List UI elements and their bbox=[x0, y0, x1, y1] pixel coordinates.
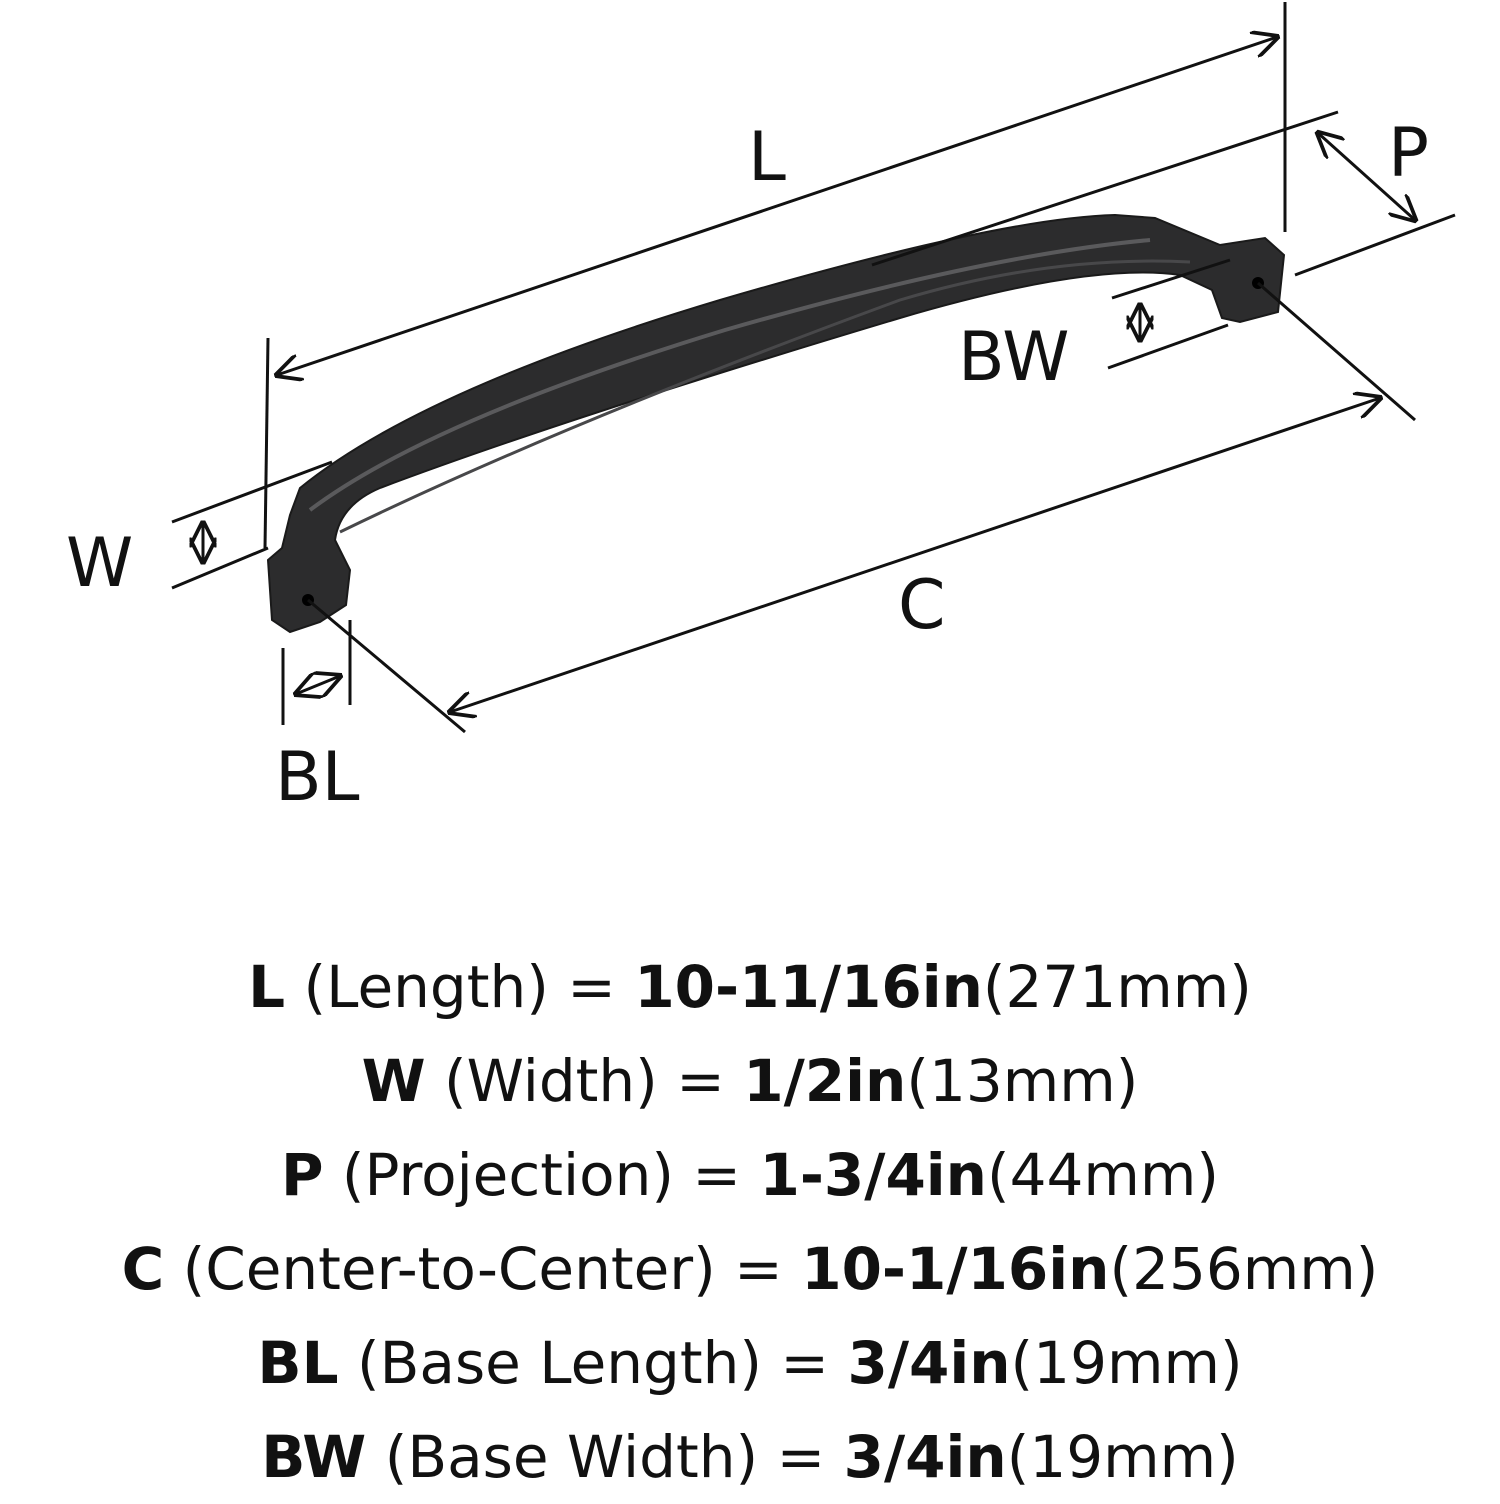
spec-equals: = bbox=[734, 1235, 783, 1303]
label-l: L bbox=[748, 118, 786, 197]
c-center-line-left bbox=[307, 598, 466, 734]
w-guide-upper bbox=[171, 460, 333, 524]
dimension-spec-list: L (Length) = 10-11/16in(271mm) W (Width)… bbox=[0, 940, 1500, 1504]
spec-name: (Base Width) bbox=[384, 1423, 759, 1491]
label-p: P bbox=[1388, 114, 1429, 193]
bw-guide-upper bbox=[1111, 258, 1231, 300]
spec-metric: (13mm) bbox=[906, 1047, 1139, 1115]
l-dimension-arrow bbox=[277, 37, 1277, 375]
spec-imperial: 3/4in bbox=[843, 1423, 1007, 1491]
spec-name: (Center-to-Center) bbox=[182, 1235, 716, 1303]
label-bw: BW bbox=[958, 318, 1069, 397]
dimension-lines bbox=[171, 2, 1456, 734]
spec-imperial: 1/2in bbox=[743, 1047, 907, 1115]
spec-symbol: C bbox=[121, 1235, 165, 1303]
w-guide-lower bbox=[171, 546, 269, 590]
spec-equals: = bbox=[567, 953, 616, 1021]
spec-metric: (271mm) bbox=[982, 953, 1252, 1021]
spec-imperial: 10-11/16in bbox=[634, 953, 983, 1021]
bw-guide-lower bbox=[1107, 323, 1229, 370]
spec-name: (Base Length) bbox=[357, 1329, 762, 1397]
spec-metric: (19mm) bbox=[1010, 1329, 1243, 1397]
spec-row-center-to-center: C (Center-to-Center) = 10-1/16in(256mm) bbox=[0, 1222, 1500, 1316]
bl-dimension-arrow bbox=[296, 676, 340, 694]
p-dimension-arrow bbox=[1318, 133, 1415, 220]
spec-symbol: BL bbox=[257, 1329, 339, 1397]
spec-equals: = bbox=[692, 1141, 742, 1209]
spec-name: (Width) bbox=[444, 1047, 658, 1115]
p-guide-upper bbox=[871, 110, 1339, 267]
spec-row-base-width: BW (Base Width) = 3/4in(19mm) bbox=[0, 1410, 1500, 1504]
label-c: C bbox=[898, 566, 945, 645]
spec-name: (Length) bbox=[303, 953, 549, 1021]
pull-handle bbox=[266, 213, 1286, 634]
spec-row-projection: P (Projection) = 1-3/4in(44mm) bbox=[0, 1128, 1500, 1222]
handle-body bbox=[266, 213, 1286, 634]
spec-metric: (19mm) bbox=[1006, 1423, 1239, 1491]
spec-metric: (44mm) bbox=[986, 1141, 1220, 1209]
c-dimension-arrow bbox=[450, 398, 1380, 712]
handle-dimension-diagram: L P BW W C BL bbox=[66, 2, 1456, 817]
spec-row-width: W (Width) = 1/2in(13mm) bbox=[0, 1034, 1500, 1128]
spec-equals: = bbox=[676, 1047, 725, 1115]
c-center-line-right bbox=[1257, 281, 1416, 422]
spec-symbol: L bbox=[248, 953, 286, 1021]
label-bl: BL bbox=[275, 738, 360, 817]
spec-row-length: L (Length) = 10-11/16in(271mm) bbox=[0, 940, 1500, 1034]
spec-imperial: 3/4in bbox=[847, 1329, 1011, 1397]
spec-name: (Projection) bbox=[341, 1141, 674, 1209]
spec-equals: = bbox=[780, 1329, 830, 1397]
p-guide-lower bbox=[1294, 213, 1456, 277]
spec-imperial: 10-1/16in bbox=[801, 1235, 1110, 1303]
spec-symbol: BW bbox=[261, 1423, 367, 1491]
spec-symbol: P bbox=[280, 1141, 324, 1209]
spec-symbol: W bbox=[361, 1047, 426, 1115]
spec-imperial: 1-3/4in bbox=[759, 1141, 987, 1209]
spec-metric: (256mm) bbox=[1109, 1235, 1379, 1303]
spec-equals: = bbox=[776, 1423, 826, 1491]
spec-row-base-length: BL (Base Length) = 3/4in(19mm) bbox=[0, 1316, 1500, 1410]
label-w: W bbox=[66, 524, 133, 603]
l-extension-left bbox=[263, 337, 270, 549]
